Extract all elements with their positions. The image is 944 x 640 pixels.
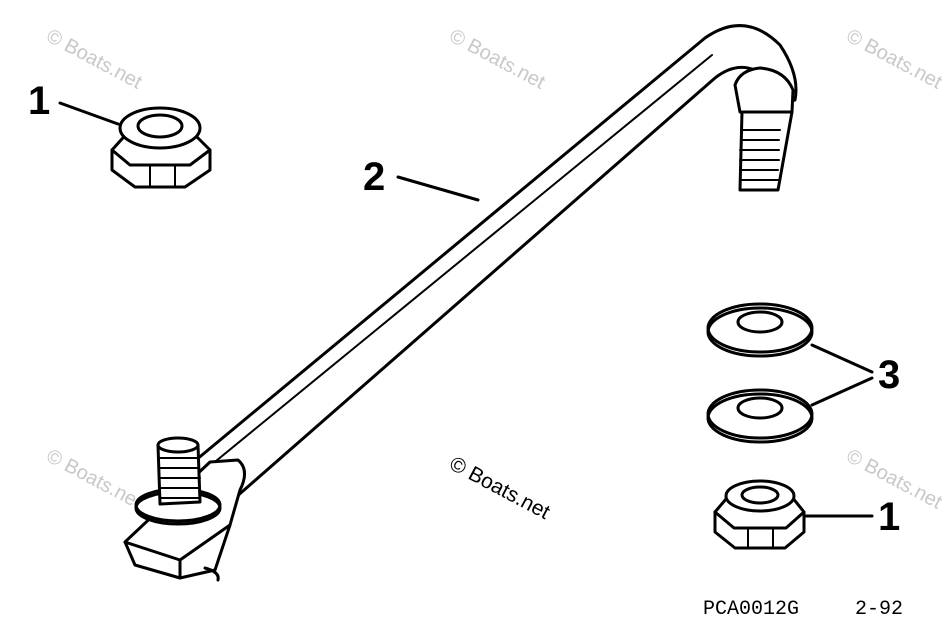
leader-line-2 bbox=[396, 175, 480, 202]
callout-1-bottom: 1 bbox=[878, 495, 900, 539]
watermark-top-left: © Boats.net bbox=[43, 25, 146, 94]
watermark-top-center: © Boats.net bbox=[446, 25, 549, 94]
leader-line-1-top bbox=[58, 101, 120, 126]
callout-2: 2 bbox=[363, 155, 385, 199]
washer-lower bbox=[706, 388, 814, 444]
callout-3: 3 bbox=[878, 353, 900, 397]
watermark-bottom-left: © Boats.net bbox=[43, 445, 146, 514]
rod-threaded-end-bottom bbox=[156, 436, 202, 506]
callout-1-top: 1 bbox=[28, 79, 50, 123]
hex-nut-bottom-right bbox=[713, 479, 806, 550]
washer-upper bbox=[706, 302, 814, 358]
leader-line-3b bbox=[810, 376, 874, 407]
date-code: 2-92 bbox=[855, 598, 903, 621]
watermark-top-right: © Boats.net bbox=[843, 25, 944, 94]
hex-nut-top-left bbox=[110, 106, 212, 189]
watermark-center: © Boats.net bbox=[446, 452, 554, 524]
leader-line-3a bbox=[810, 343, 874, 374]
part-code: PCA0012G bbox=[703, 598, 799, 621]
link-rod bbox=[123, 24, 798, 582]
rod-threaded-end-top bbox=[738, 110, 794, 192]
